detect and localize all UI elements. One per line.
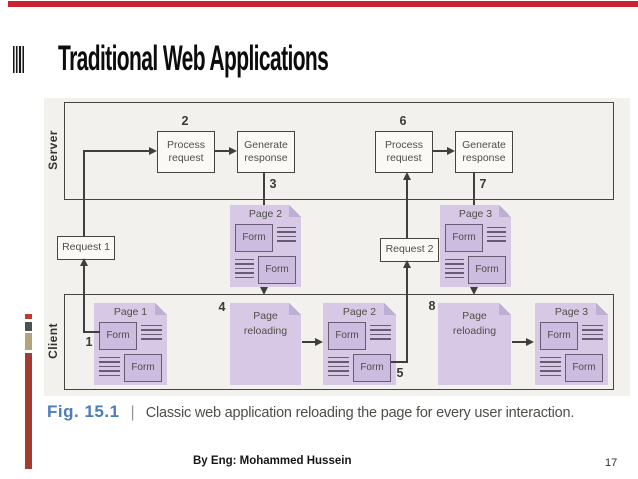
form-box: Form xyxy=(235,223,273,252)
title-stripes-icon xyxy=(13,46,24,73)
server-region xyxy=(64,102,614,200)
connector-line xyxy=(214,150,230,152)
step-5: 5 xyxy=(396,366,404,380)
page-number: 17 xyxy=(605,457,618,469)
figure-caption-label: Fig. 15.1 xyxy=(47,402,120,421)
doc-title: Page 2 xyxy=(342,306,377,318)
arrowhead xyxy=(470,287,478,295)
doc-title: Page 1 xyxy=(113,306,148,318)
dog-ear xyxy=(384,303,396,315)
accent-square-gray xyxy=(25,322,32,331)
doc-title: Page 2 xyxy=(248,208,283,220)
step-2: 2 xyxy=(181,114,189,128)
doc-title: Page reloading xyxy=(452,310,497,337)
doc-title: Page 3 xyxy=(554,306,589,318)
connector-line xyxy=(302,341,316,343)
dog-ear xyxy=(499,205,511,217)
doc-text-lines xyxy=(445,256,464,279)
doc-text-lines xyxy=(540,354,561,377)
doc-title: Page reloading xyxy=(243,310,288,337)
connector-line xyxy=(512,341,526,343)
step-4: 4 xyxy=(218,300,226,314)
connector-line xyxy=(406,179,408,238)
request-1-box: Request 1 xyxy=(57,236,115,260)
doc-page2-server: Page 2 Form Form xyxy=(230,205,301,287)
accent-square-tan xyxy=(25,333,32,350)
doc-page3-client: Page 3 Form Form xyxy=(535,303,608,385)
generate-response-box-1: Generate response xyxy=(237,131,295,173)
top-accent-bar xyxy=(8,1,638,7)
doc-page3-server: Page 3 Form Form xyxy=(440,205,511,287)
doc-page-reloading-1: Page reloading xyxy=(230,303,301,385)
step-3: 3 xyxy=(269,177,277,191)
dog-ear xyxy=(499,303,511,315)
form-box: Form xyxy=(328,321,366,350)
arrowhead xyxy=(403,172,411,180)
slide-title: Traditional Web Applications xyxy=(58,39,329,78)
doc-text-lines xyxy=(370,322,391,340)
connector-line xyxy=(83,150,149,152)
doc-text-lines xyxy=(487,224,506,242)
client-region xyxy=(64,294,614,390)
step-8: 8 xyxy=(428,299,436,313)
step-6: 6 xyxy=(399,114,407,128)
connector-line xyxy=(83,265,85,333)
arrowhead xyxy=(229,147,237,155)
arrowhead xyxy=(149,147,157,155)
server-label: Server xyxy=(46,130,60,170)
left-accent-bar xyxy=(25,353,32,469)
doc-text-lines xyxy=(582,322,603,340)
doc-text-lines xyxy=(277,224,296,242)
arrowhead xyxy=(315,338,323,346)
process-request-box-2: Process request xyxy=(375,131,433,173)
doc-title: Page 3 xyxy=(458,208,493,220)
form-box: Form xyxy=(468,255,506,284)
figure-caption-text: Classic web application reloading the pa… xyxy=(145,405,575,421)
arrowhead xyxy=(526,338,534,346)
connector-line xyxy=(83,151,85,236)
form-box: Form xyxy=(565,353,603,382)
dog-ear xyxy=(289,303,301,315)
doc-page-reloading-2: Page reloading xyxy=(438,303,511,385)
dog-ear xyxy=(155,303,167,315)
doc-page2-client: Page 2 Form Form xyxy=(323,303,396,385)
doc-text-lines xyxy=(328,354,349,377)
arrowhead xyxy=(80,258,88,266)
connector-line xyxy=(432,150,448,152)
generate-response-box-2: Generate response xyxy=(455,131,513,173)
connector-line xyxy=(263,172,265,205)
connector-line xyxy=(473,172,475,205)
doc-text-lines xyxy=(141,322,162,340)
form-box: Form xyxy=(540,321,578,350)
step-7: 7 xyxy=(479,177,487,191)
dog-ear xyxy=(596,303,608,315)
client-label: Client xyxy=(46,323,60,359)
form-box: Form xyxy=(445,223,483,252)
dog-ear xyxy=(289,205,301,217)
connector-line xyxy=(84,331,100,333)
form-box: Form xyxy=(258,255,296,284)
footer-credit: By Eng: Mohammed Hussein xyxy=(193,455,352,467)
process-request-box-1: Process request xyxy=(157,131,215,173)
step-1: 1 xyxy=(85,335,93,349)
connector-line xyxy=(391,361,408,363)
accent-square-red xyxy=(25,314,32,319)
doc-page1-client: Page 1 Form Form xyxy=(94,303,167,385)
connector-line xyxy=(406,268,408,363)
arrowhead xyxy=(403,260,411,268)
form-box: Form xyxy=(353,353,391,382)
doc-text-lines xyxy=(235,256,254,279)
figure-caption-separator: | xyxy=(130,404,135,421)
form-box: Form xyxy=(124,353,162,382)
figure-caption: Fig. 15.1 | Classic web application relo… xyxy=(47,402,574,422)
arrowhead xyxy=(260,287,268,295)
form-box: Form xyxy=(99,321,137,350)
request-2-box: Request 2 xyxy=(380,238,439,262)
doc-text-lines xyxy=(99,354,120,377)
arrowhead xyxy=(447,147,455,155)
